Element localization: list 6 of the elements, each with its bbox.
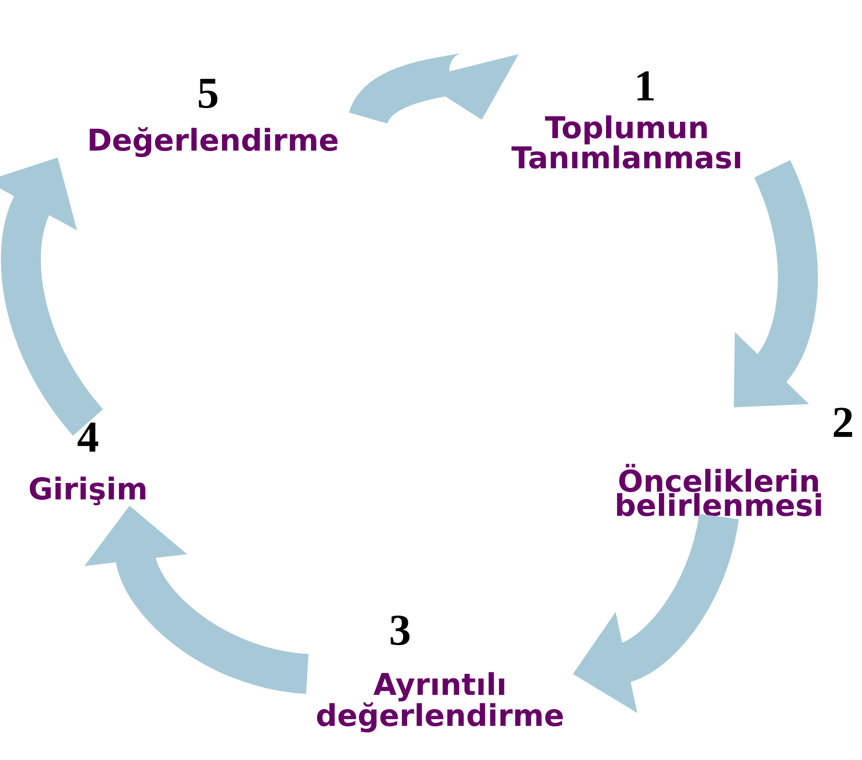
block-arrow: [350, 52, 519, 126]
stage-label: 5 Değerlendirme: [90, 78, 338, 158]
stage-label: 1 Toplumun Tanımlanması: [512, 71, 740, 169]
stage-label: 2 Önceliklerin belirlenmesi: [617, 408, 852, 516]
stage-label: 3 Ayrıntılı değerlendirme: [317, 616, 563, 732]
stage-label: 4 Girişim: [30, 422, 146, 506]
